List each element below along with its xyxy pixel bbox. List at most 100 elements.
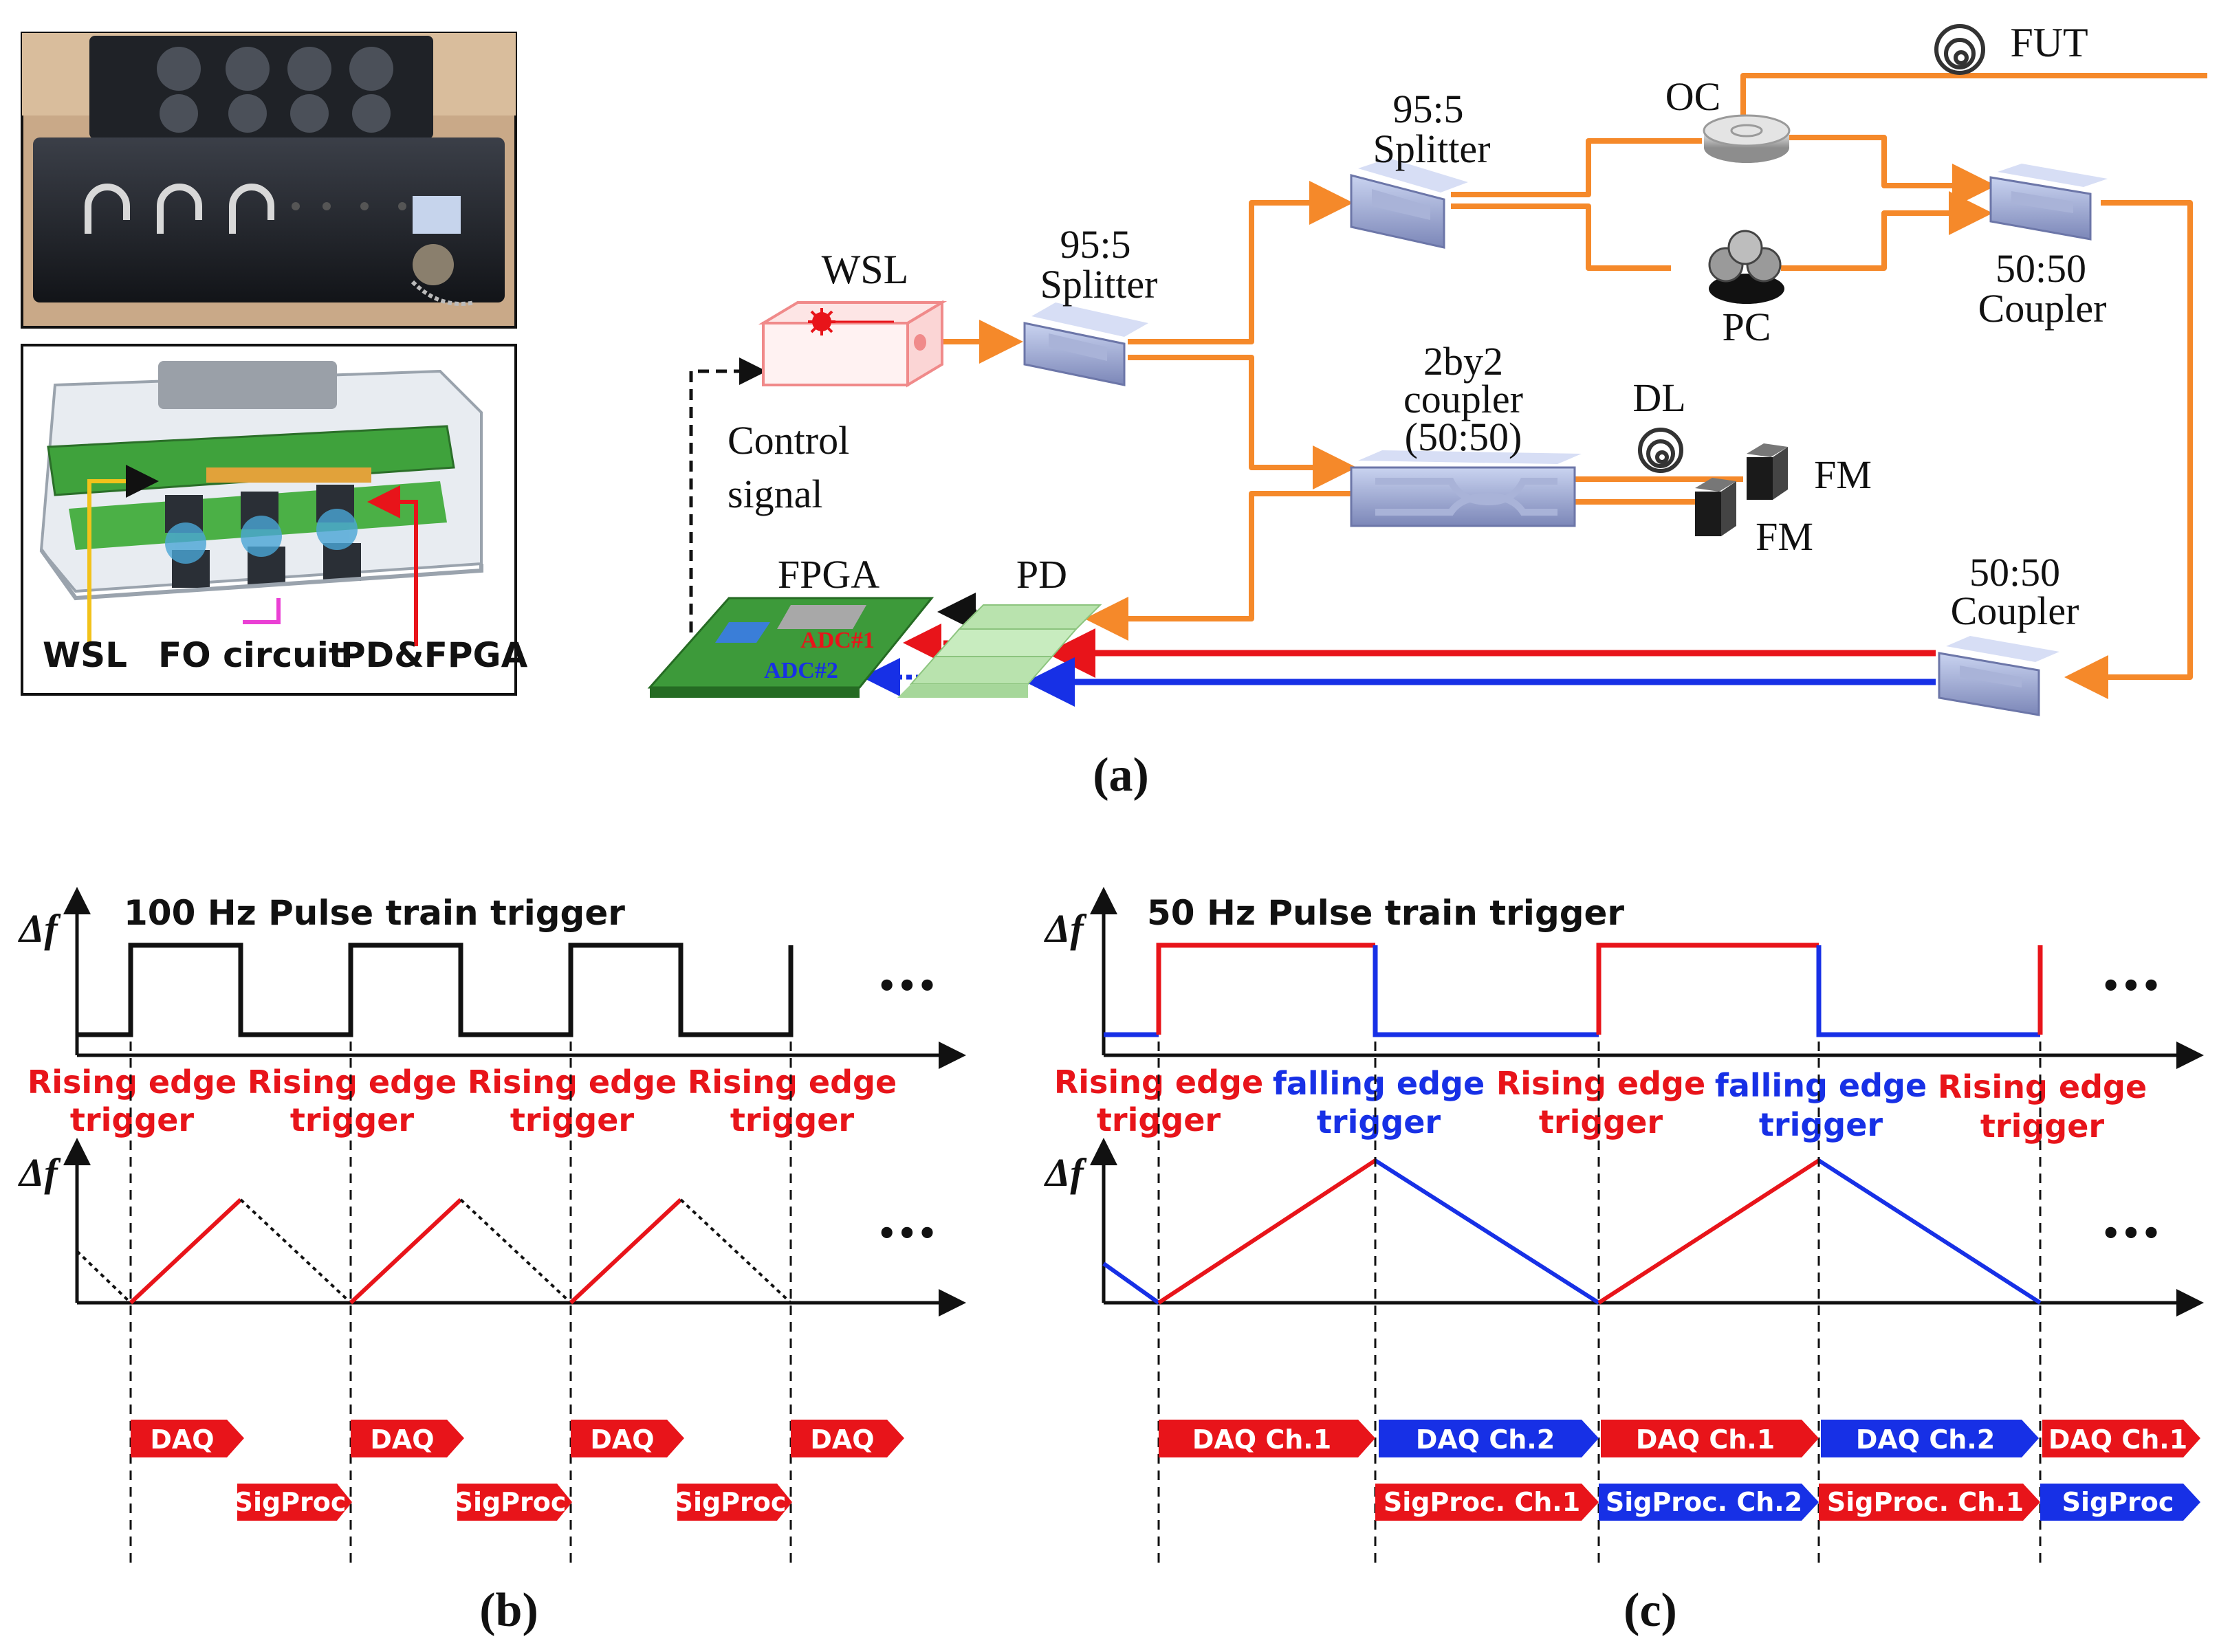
pc-label: PC [1723, 305, 1771, 349]
c-sigproc-label-1: SigProc. Ch.1 [1384, 1487, 1580, 1517]
c-trigger-3-line2: trigger [1539, 1103, 1663, 1141]
c-daq-tag-2 [1379, 1420, 1599, 1457]
b-trigger-1-line1: Rising edge [28, 1064, 237, 1101]
c-ramp-up-2 [1597, 1158, 1820, 1305]
b-daq-tag-2 [351, 1420, 464, 1457]
panel-b: Δf 100 Hz Pulse train trigger ••• Rising… [18, 887, 966, 1637]
fpga-board [647, 597, 934, 698]
splitter-1-ratio: 95:5 [1060, 222, 1130, 267]
adc2-label: ADC#2 [764, 658, 838, 683]
optical-circulator [1703, 114, 1791, 163]
b-daq-tag-4 [791, 1420, 904, 1457]
coupler-2x2-name: coupler [1403, 377, 1523, 421]
c-ramp-down-2 [1817, 1158, 2042, 1305]
b-daq-label-1: DAQ [150, 1424, 214, 1455]
fpga-label: FPGA [778, 552, 879, 597]
fut-label: FUT [2010, 20, 2088, 65]
dl-label: DL [1632, 375, 1685, 420]
b-ramp-up-1 [129, 1198, 243, 1305]
b-sigproc-label-2: SigProc [455, 1487, 567, 1517]
c-top-y-label: Δf [1044, 906, 1087, 951]
b-sigproc-tag-3 [677, 1484, 792, 1521]
splitter-2-ratio: 95:5 [1392, 87, 1463, 131]
c-trigger-4-line1: falling edge [1715, 1067, 1927, 1104]
c-daq-label-3: DAQ Ch.1 [1636, 1424, 1775, 1455]
photo-label-pd-fpga: PD&FPGA [340, 635, 528, 675]
splitter-2-name: Splitter [1373, 126, 1491, 171]
caption-a: (a) [1093, 749, 1149, 802]
c-daq-label-4: DAQ Ch.2 [1856, 1424, 1995, 1455]
fm2-label: FM [1756, 514, 1813, 559]
b-pulse-train [77, 943, 794, 1037]
fiber-paths [911, 73, 2207, 699]
caption-b: (b) [479, 1584, 538, 1637]
wsl-label: WSL [822, 247, 909, 292]
wsl-laser [758, 300, 948, 388]
photo-label-fo-circuit: FO circuit [158, 635, 345, 675]
c-ramp-down-1 [1374, 1158, 1600, 1305]
b-bottom-ellipsis: ••• [877, 1215, 937, 1252]
c-trigger-5-line2: trigger [1980, 1108, 2104, 1145]
c-trigger-3-line1: Rising edge [1496, 1065, 1705, 1102]
c-trigger-5-line1: Rising edge [1938, 1068, 2147, 1105]
c-ramp-up-1 [1157, 1158, 1377, 1305]
c-trigger-2-line2: trigger [1317, 1103, 1441, 1141]
coupler-top [1989, 164, 2108, 241]
c-daq-label-2: DAQ Ch.2 [1416, 1424, 1555, 1455]
c-daq-label-1: DAQ Ch.1 [1192, 1424, 1331, 1455]
fm1-label: FM [1814, 452, 1872, 497]
c-sigproc-tag-2 [1599, 1484, 1819, 1521]
c-sigproc-label-2: SigProc. Ch.2 [1606, 1487, 1802, 1517]
coupler-top-ratio: 50:50 [1996, 246, 2086, 291]
c-daq-label-5: DAQ Ch.1 [2048, 1424, 2187, 1455]
b-bottom-y-label: Δf [18, 1150, 61, 1195]
c-sigproc-tag-4 [2040, 1484, 2200, 1521]
b-daq-label-2: DAQ [370, 1424, 434, 1455]
coupler-bottom-ratio: 50:50 [1969, 550, 2060, 595]
b-trigger-3-line1: Rising edge [468, 1064, 677, 1101]
c-daq-tag-4 [1821, 1420, 2039, 1457]
c-ramp-down-0 [1102, 1262, 1160, 1305]
pd-label: PD [1016, 552, 1067, 597]
faraday-mirror-1 [1747, 443, 1788, 500]
b-top-y-label: Δf [18, 906, 61, 951]
b-trigger-4-line1: Rising edge [688, 1064, 897, 1101]
b-ramp-up-3 [569, 1198, 683, 1305]
b-sigproc-label-3: SigProc [675, 1487, 787, 1517]
coupler-top-name: Coupler [1978, 286, 2107, 331]
delay-line-coil-icon [1638, 428, 1683, 473]
b-sigproc-tag-1 [237, 1484, 352, 1521]
b-sigproc-tag-2 [457, 1484, 572, 1521]
c-bottom-y-label: Δf [1044, 1150, 1087, 1195]
b-trigger-4-line2: trigger [730, 1101, 854, 1138]
coupler-2x2-ratio: (50:50) [1405, 415, 1522, 459]
splitter-1 [1023, 302, 1148, 386]
b-guide-lines [129, 1042, 792, 1564]
b-daq-label-3: DAQ [590, 1424, 654, 1455]
oc-label: OC [1665, 74, 1721, 119]
panel-c: Δf 50 Hz Pulse train trigger ••• Rising … [1044, 887, 2204, 1637]
coupler-bottom [1938, 636, 2059, 716]
b-ramp-up-2 [349, 1198, 463, 1305]
splitter-2 [1350, 158, 1468, 249]
c-daq-tag-5 [2042, 1420, 2200, 1457]
b-ramp-down-2 [459, 1198, 572, 1304]
b-trigger-2-line2: trigger [290, 1101, 414, 1138]
c-title: 50 Hz Pulse train trigger [1147, 893, 1624, 933]
b-daq-label-4: DAQ [810, 1424, 874, 1455]
c-guide-lines [1157, 1042, 2042, 1564]
device-cutaway-render: WSL FO circuit PD&FPGA [21, 344, 528, 696]
b-ramp-down-0 [76, 1250, 132, 1304]
c-daq-tag-3 [1601, 1420, 1819, 1457]
b-daq-tag-1 [131, 1420, 244, 1457]
coupler-2x2-type: 2by2 [1423, 339, 1503, 384]
b-ramp-down-3 [679, 1198, 792, 1304]
photodetector [897, 604, 1102, 698]
c-sigproc-tag-3 [1819, 1484, 2040, 1521]
c-sigproc-label-4: SigProc [2062, 1487, 2174, 1517]
splitter-1-name: Splitter [1040, 262, 1158, 307]
b-ramp-down-1 [239, 1198, 352, 1304]
b-title: 100 Hz Pulse train trigger [124, 893, 625, 933]
coupler-2x2 [1350, 450, 1582, 527]
